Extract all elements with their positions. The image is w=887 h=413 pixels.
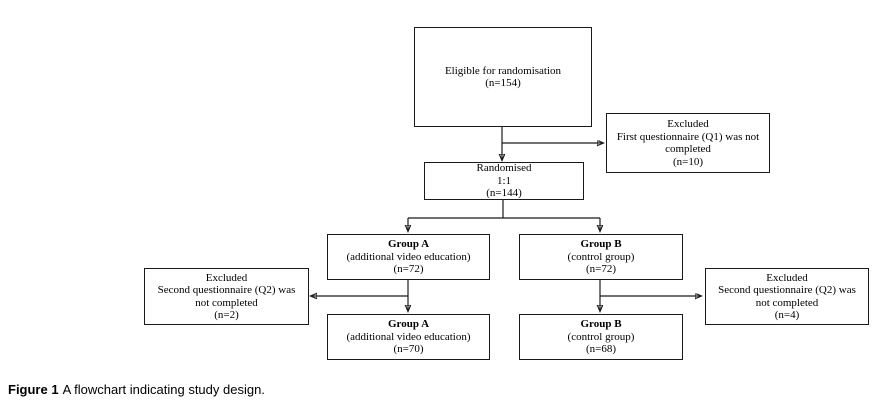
node-excluded-q2-left: Excluded Second questionnaire (Q2) was n…: [144, 268, 309, 325]
node-group-b-text: (control group) (n=72): [567, 250, 635, 276]
node-randomised: Randomised 1:1 (n=144): [424, 162, 584, 200]
node-group-b: Group B (control group) (n=72): [519, 234, 683, 280]
node-group-b-final-title: Group B: [580, 318, 622, 331]
node-eligible: Eligible for randomisation (n=154): [414, 27, 592, 127]
node-group-a-final: Group A (additional video education) (n=…: [327, 314, 490, 360]
node-group-a: Group A (additional video education) (n=…: [327, 234, 490, 280]
node-group-a-final-text: (additional video education) (n=70): [346, 330, 471, 356]
node-group-b-final: Group B (control group) (n=68): [519, 314, 683, 360]
node-group-a-text: (additional video education) (n=72): [346, 250, 471, 276]
node-excluded-q1: Excluded First questionnaire (Q1) was no…: [606, 113, 770, 173]
figure-caption-text: A flowchart indicating study design.: [62, 382, 265, 397]
node-excluded-q2-right-text: Excluded Second questionnaire (Q2) was n…: [718, 271, 856, 322]
figure-caption-label: Figure 1: [8, 382, 59, 397]
node-group-b-title: Group B: [580, 238, 622, 251]
node-group-a-final-title: Group A: [387, 318, 430, 331]
node-randomised-text: Randomised 1:1 (n=144): [476, 162, 532, 200]
node-group-a-title: Group A: [387, 238, 430, 251]
node-excluded-q1-text: Excluded First questionnaire (Q1) was no…: [616, 118, 760, 168]
node-excluded-q2-left-text: Excluded Second questionnaire (Q2) was n…: [157, 271, 296, 322]
node-eligible-text: Eligible for randomisation (n=154): [444, 64, 562, 90]
node-group-b-final-text: (control group) (n=68): [567, 330, 635, 356]
node-excluded-q2-right: Excluded Second questionnaire (Q2) was n…: [705, 268, 869, 325]
